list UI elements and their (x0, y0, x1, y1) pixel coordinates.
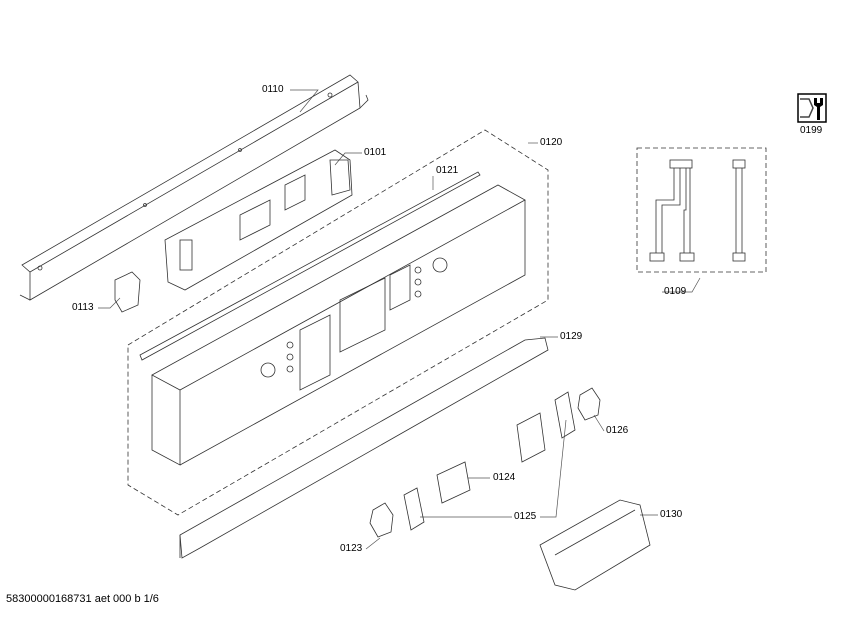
part-label-0113[interactable]: 0113 (72, 302, 94, 313)
part-label-0199[interactable]: 0199 (800, 125, 823, 136)
part-0125-holder-upper (554, 391, 576, 439)
part-label-0129[interactable]: 0129 (560, 331, 583, 342)
part-0109-wiring-harness (636, 147, 767, 273)
part-label-0130[interactable]: 0130 (660, 509, 683, 520)
part-0124-button-lower (436, 461, 471, 504)
part-label-0101[interactable]: 0101 (364, 147, 387, 158)
part-label-0123[interactable]: 0123 (340, 543, 363, 554)
part-label-0120[interactable]: 0120 (540, 137, 563, 148)
part-0121-strip (139, 171, 481, 361)
part-0125-holder-lower (403, 487, 425, 531)
leader-lines (98, 89, 701, 550)
part-0124-button-upper (516, 412, 546, 463)
part-0126-knob (577, 387, 601, 421)
part-0130-bracket (539, 499, 651, 591)
part-label-0110[interactable]: 0110 (262, 84, 284, 95)
part-0120-assembly-outline (127, 129, 549, 516)
document-footer-id: 58300000168731 aet 000 b 1/6 (6, 593, 159, 605)
part-0101-control-board (164, 149, 353, 291)
part-label-0124[interactable]: 0124 (493, 472, 516, 483)
part-label-0126[interactable]: 0126 (606, 425, 629, 436)
part-label-0125[interactable]: 0125 (514, 511, 537, 522)
part-0113-connector (114, 271, 141, 313)
part-0110-rail (19, 74, 369, 301)
wrench-nut-icon (797, 93, 827, 123)
part-0123-knob (369, 502, 394, 538)
part-label-0121[interactable]: 0121 (436, 165, 459, 176)
part-label-0109[interactable]: 0109 (664, 286, 687, 297)
part-0120-control-panel (151, 184, 526, 466)
part-0129-trim (179, 337, 549, 559)
